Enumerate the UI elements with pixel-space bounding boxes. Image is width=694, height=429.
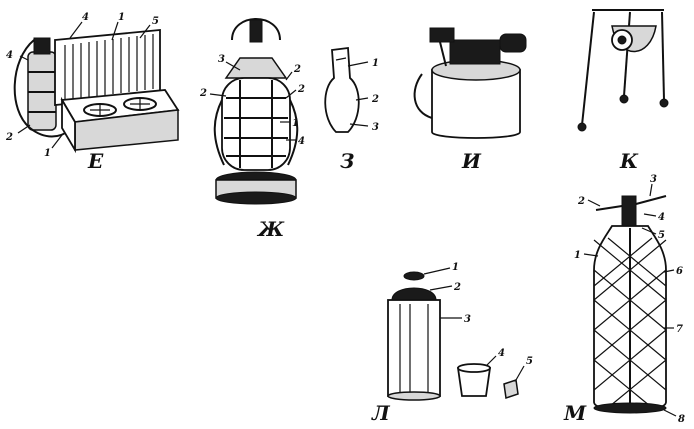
plug [503,379,519,399]
lamp-glass [324,46,360,133]
tripod-leg-left [581,11,595,126]
lantern-top [224,57,288,79]
figure-zh-lantern: 3 2 2 2 1 4 Ж [199,18,305,241]
tripod-leg-center [623,11,631,97]
callout-m-8: 8 [678,414,685,425]
blowtorch-tank [431,69,521,139]
callout-l-1: 1 [452,262,459,273]
tripod-leg-right [661,11,665,101]
callout-m-6: 6 [676,266,683,277]
callout-l-5: 5 [526,356,533,367]
caption-z: З [340,149,354,173]
callout-zh-2a: 2 [199,88,207,99]
caption-l: Л [371,401,391,425]
figure-e-gas-stove: 4 2 1 4 1 5 Е [5,12,180,173]
callout-l-4: 4 [498,348,505,359]
callout-e-3: 4 [6,50,13,61]
callout-m-5: 5 [658,230,665,241]
callout-m-7: 7 [676,324,683,335]
callout-e-4: 4 [82,12,89,23]
figure-z-lamp-glass: 1 2 3 З [324,46,379,173]
figure-m-siphon: 2 3 4 5 1 6 7 8 М [563,174,685,425]
siphon-base [593,402,667,414]
figure-i-blowtorch: И [413,27,527,173]
caption-m: М [563,401,587,425]
caption-i: И [461,149,482,173]
callout-m-2: 2 [577,196,585,207]
burner-right [123,97,157,111]
callout-e-1: 1 [118,12,125,23]
callout-m-1: 1 [574,250,581,261]
canister-cap [403,271,425,281]
blowtorch-handle [413,73,433,119]
callout-m-3: 3 [650,174,657,185]
figure-k-tripod: К [577,9,669,173]
callout-z-1: 1 [372,58,379,69]
callout-z-2: 2 [371,94,379,105]
blowtorch-nozzle [499,33,527,53]
callout-z-3: 3 [372,122,379,133]
callout-e-5: 5 [152,16,159,27]
canister-body [387,299,441,397]
callout-l-2: 2 [453,282,461,293]
cylinder-valve [33,37,51,55]
lid-hatching [64,34,154,100]
blowtorch-burner [449,39,501,65]
callout-l-3: 3 [464,314,471,325]
siphon-lever [595,205,623,211]
caption-e: Е [87,149,104,173]
callout-zh-3: 3 [218,54,225,65]
callout-zh-2c: 2 [297,84,305,95]
canister-neck [391,287,437,301]
burner-left [83,103,117,117]
callout-zh-1: 1 [292,118,299,129]
gas-hose [13,39,71,138]
figure-l-canister: 1 2 3 4 5 Л [371,262,533,425]
siphon-spout [635,195,667,205]
callout-zh-4: 4 [298,136,305,147]
callout-e-2: 2 [5,132,13,143]
callout-e-1b: 1 [44,148,51,159]
callout-m-4: 4 [658,212,665,223]
siphon-head [621,195,637,227]
caption-zh: Ж [256,217,285,241]
caption-k: К [619,149,639,173]
callout-zh-2b: 2 [293,64,301,75]
lantern-chimney-cap [249,19,263,43]
lantern-handle [231,18,281,41]
